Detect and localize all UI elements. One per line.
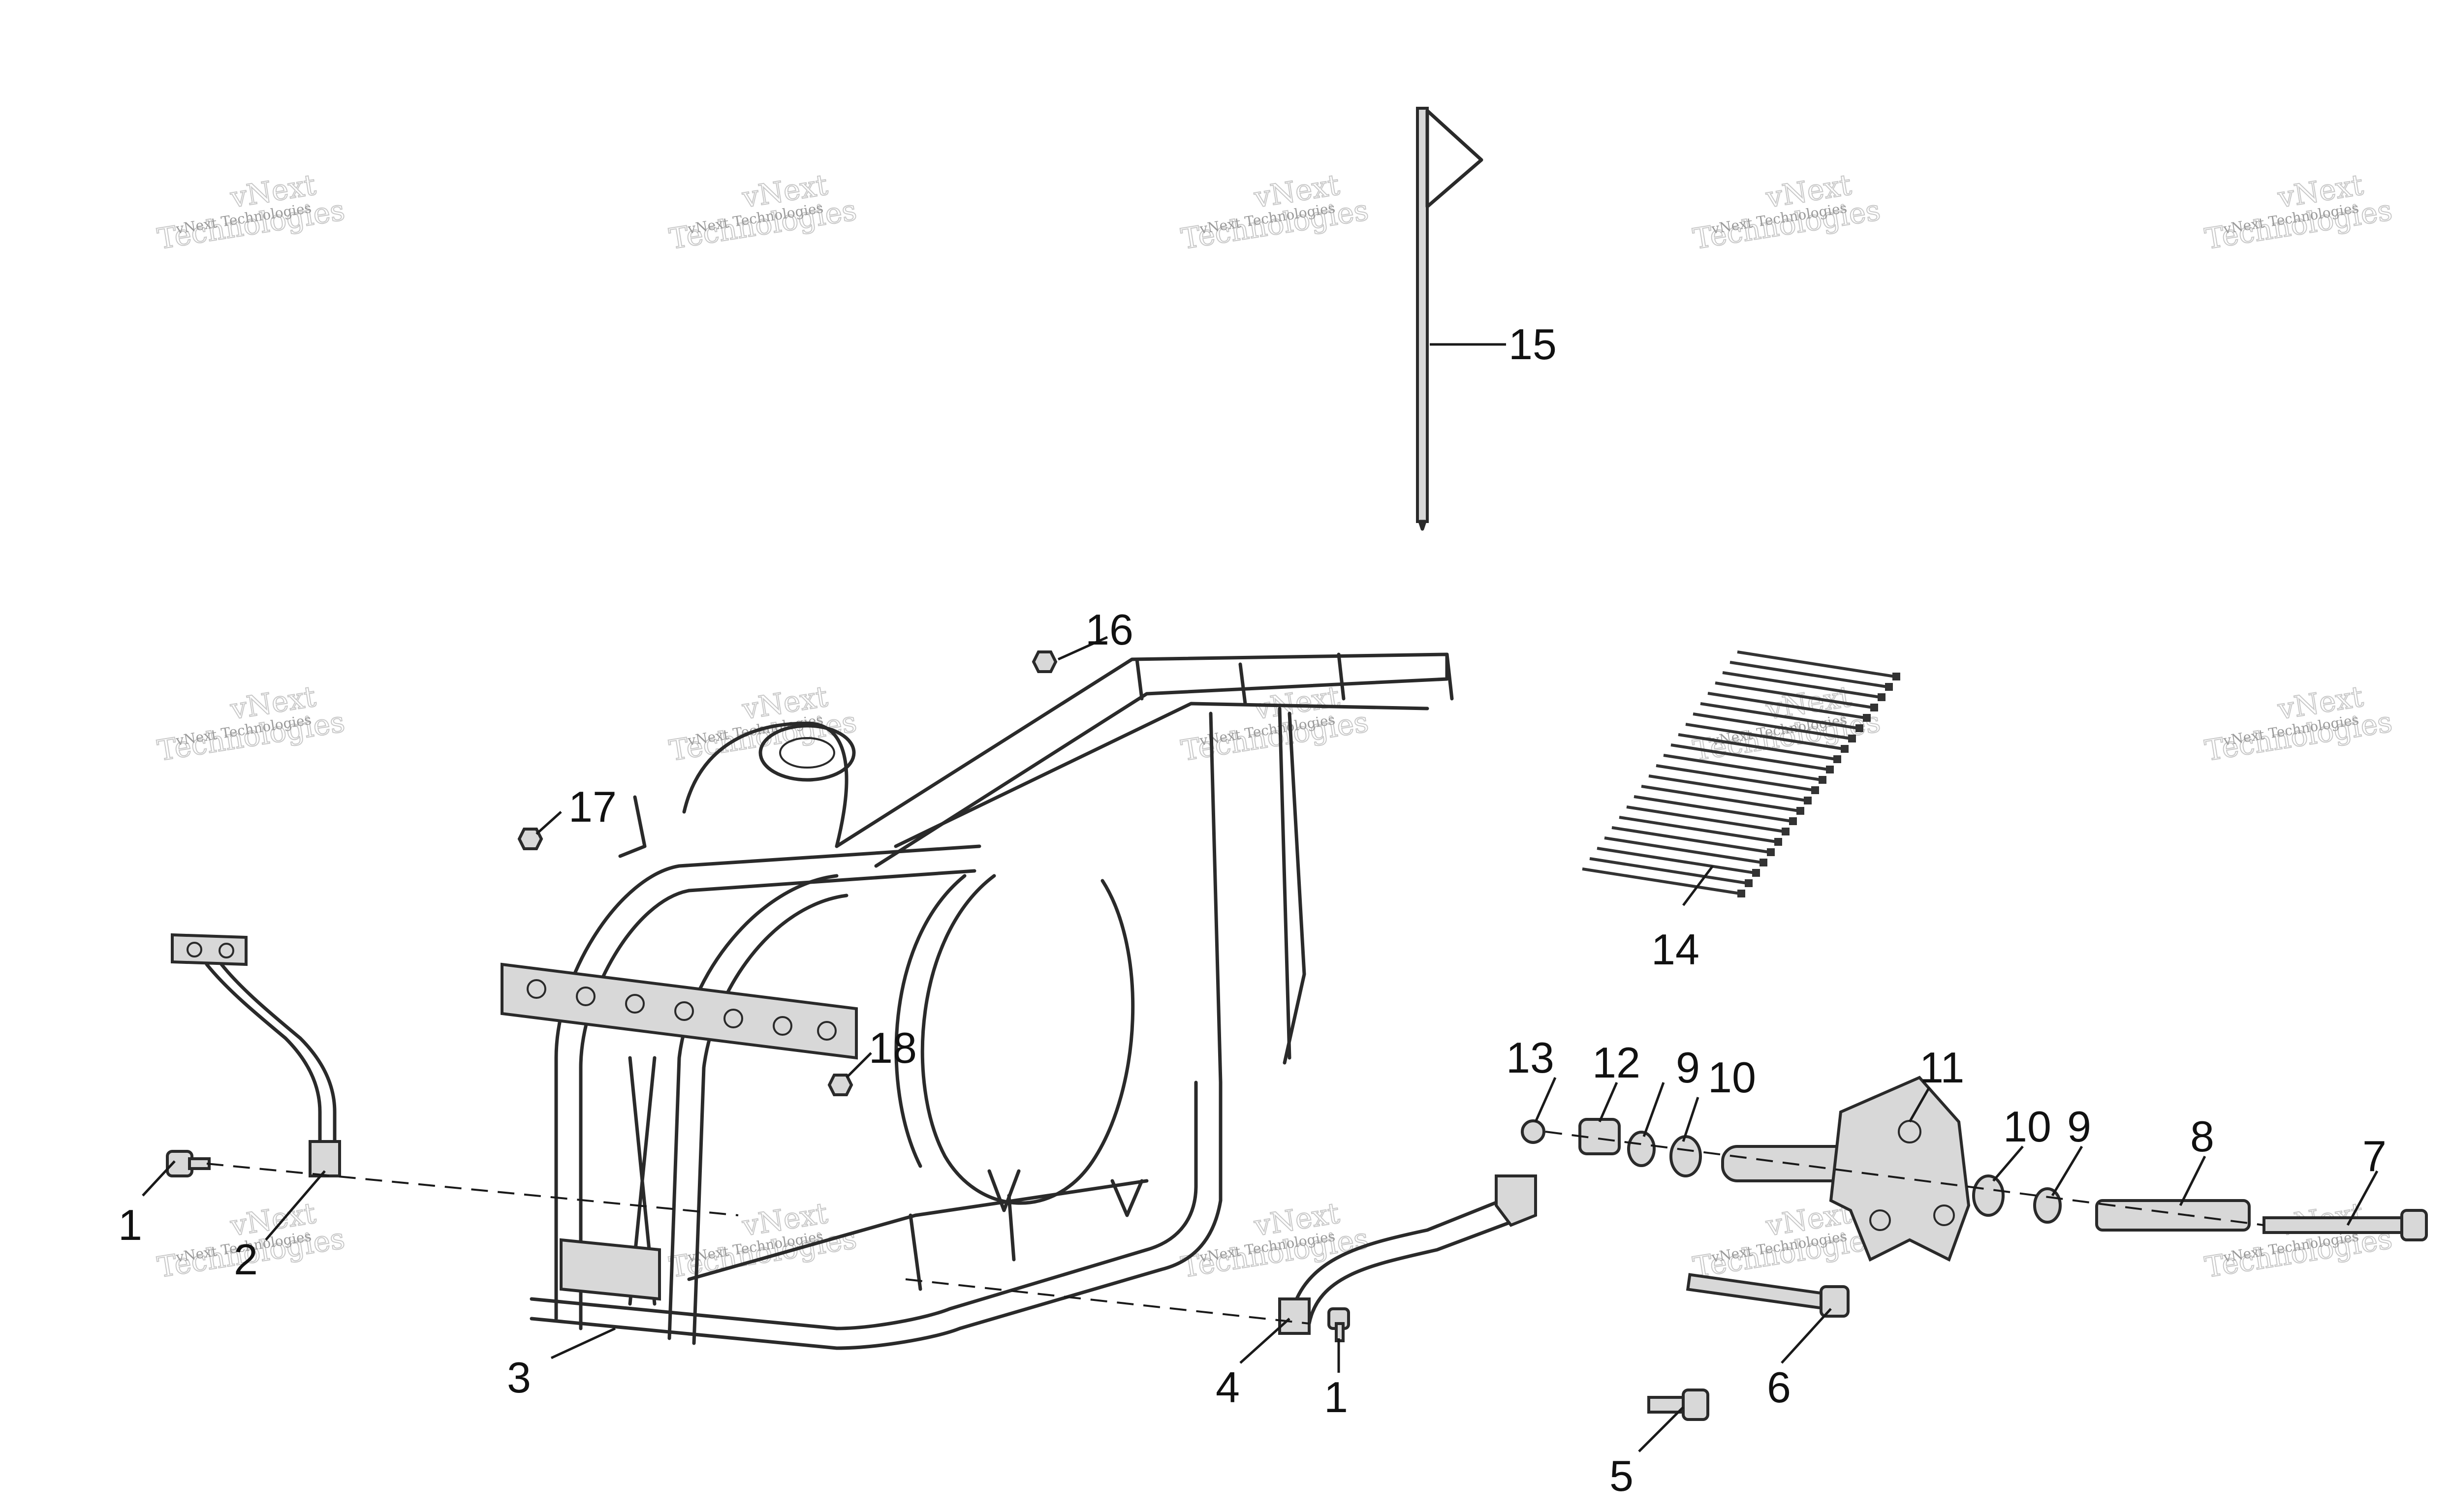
callout-8: 8 xyxy=(2190,1112,2214,1161)
callout-11: 11 xyxy=(1919,1043,1964,1092)
callout-9-right: 9 xyxy=(2067,1102,2091,1151)
cable-tie xyxy=(1604,836,1762,864)
cable-tie xyxy=(1619,816,1777,843)
cable-tie-head xyxy=(1863,714,1871,722)
cable-tie xyxy=(1737,650,1895,678)
part-14-cable-ties xyxy=(1582,650,1900,897)
callout-17: 17 xyxy=(568,782,617,831)
cable-tie xyxy=(1729,661,1888,688)
part-10-bearing-right xyxy=(1972,1174,2005,1217)
callout-4: 4 xyxy=(1216,1363,1240,1412)
leader-lines xyxy=(142,636,2379,1452)
callout-3: 3 xyxy=(507,1353,531,1402)
cable-tie-head xyxy=(1752,869,1760,877)
cable-tie-head xyxy=(1841,745,1849,753)
cable-tie xyxy=(1663,754,1822,781)
cable-tie-head xyxy=(1804,797,1812,804)
part-3-main-frame xyxy=(501,652,1454,1350)
cable-tie-head xyxy=(1826,766,1834,773)
cable-tie xyxy=(1715,681,1873,709)
cable-tie xyxy=(1589,857,1748,885)
cable-tie xyxy=(1678,733,1836,761)
cable-tie-head xyxy=(1796,807,1804,815)
cable-tie-head xyxy=(1737,890,1745,897)
part-2-front-bracket xyxy=(171,933,341,1177)
part-17-nut xyxy=(517,828,543,850)
part-16-nut xyxy=(1032,650,1058,673)
cable-tie-head xyxy=(1811,786,1819,794)
cable-tie-head xyxy=(1892,673,1900,680)
cable-tie xyxy=(1685,723,1844,750)
cable-tie-head xyxy=(1760,859,1767,866)
part-13-washer xyxy=(1521,1119,1545,1144)
callout-1-right: 1 xyxy=(1324,1373,1348,1421)
cable-tie xyxy=(1670,743,1829,771)
cable-tie xyxy=(1648,774,1807,802)
cable-tie xyxy=(1707,692,1866,719)
callout-15: 15 xyxy=(1508,320,1557,369)
part-11-swing-arm-pivot xyxy=(1721,1076,1971,1262)
part-15-flag-pole xyxy=(1416,107,1506,531)
cable-tie-head xyxy=(1819,776,1826,784)
cable-tie xyxy=(1693,712,1851,740)
callout-9-left: 9 xyxy=(1676,1043,1700,1092)
part-9-washer-right xyxy=(2033,1187,2062,1224)
part-10-bearing-left xyxy=(1669,1135,1702,1177)
callout-10-left: 10 xyxy=(1708,1053,1756,1102)
cable-tie-head xyxy=(1789,817,1797,825)
part-8-pivot-sleeve xyxy=(2095,1199,2251,1232)
cable-tie xyxy=(1641,785,1799,812)
cable-tie-head xyxy=(1885,683,1893,691)
cable-tie-head xyxy=(1870,704,1878,711)
callout-labels: 1 2 3 4 1 5 6 7 8 9 10 11 12 13 10 9 14 … xyxy=(118,320,2387,1500)
part-5-short-bolt xyxy=(1647,1389,1709,1421)
part-1-bolt-right xyxy=(1327,1307,1350,1342)
callout-6: 6 xyxy=(1767,1363,1791,1412)
cable-tie xyxy=(1700,702,1858,730)
callout-14: 14 xyxy=(1651,925,1699,974)
callout-13: 13 xyxy=(1506,1033,1554,1082)
cable-tie xyxy=(1582,867,1740,895)
callout-5: 5 xyxy=(1609,1451,1634,1500)
part-18-nut xyxy=(827,1074,853,1096)
callout-12: 12 xyxy=(1592,1038,1640,1087)
cable-tie xyxy=(1626,805,1785,833)
part-6-long-bolt xyxy=(1686,1273,1850,1318)
cable-tie xyxy=(1656,764,1814,792)
part-4-rear-bracket xyxy=(1278,1174,1537,1335)
callout-1-left: 1 xyxy=(118,1201,142,1249)
cable-tie-head xyxy=(1848,735,1856,742)
cable-tie-head xyxy=(1782,828,1790,835)
callout-16: 16 xyxy=(1085,605,1133,654)
cable-tie xyxy=(1722,671,1881,699)
callout-10-right: 10 xyxy=(2003,1102,2051,1151)
cable-tie-head xyxy=(1767,848,1775,856)
cable-tie xyxy=(1597,847,1755,874)
cable-tie xyxy=(1611,826,1770,854)
cable-tie-head xyxy=(1745,879,1753,887)
callout-2: 2 xyxy=(234,1235,258,1284)
cable-tie-head xyxy=(1878,693,1885,701)
cable-tie-head xyxy=(1774,838,1782,846)
cable-tie-head xyxy=(1833,755,1841,763)
part-9-washer-left xyxy=(1627,1131,1656,1167)
alignment-lines xyxy=(206,1131,2264,1325)
cable-tie-head xyxy=(1855,724,1863,732)
callout-18: 18 xyxy=(869,1023,917,1072)
callout-7: 7 xyxy=(2362,1132,2387,1180)
cable-tie xyxy=(1634,795,1792,823)
